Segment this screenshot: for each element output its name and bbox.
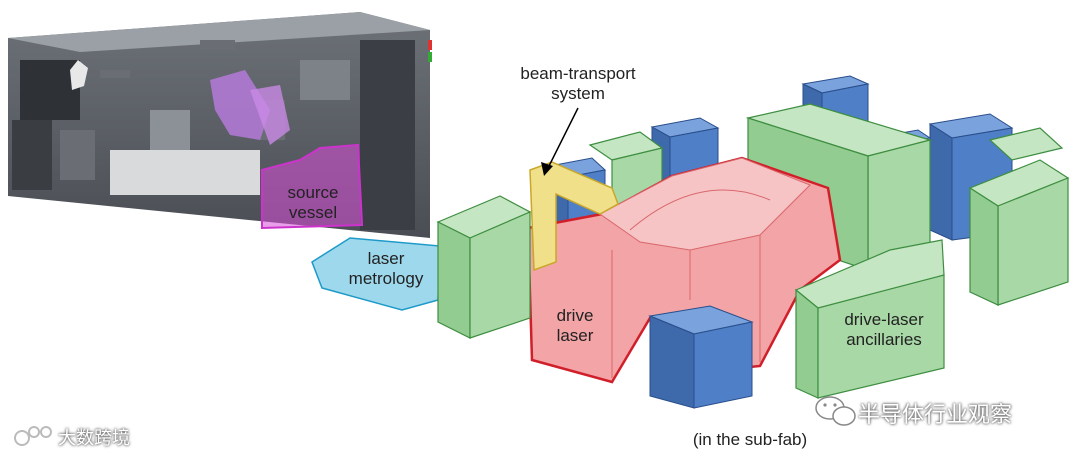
right-watermark-text: 半导体行业观察 (858, 402, 1013, 427)
drive-laser-label-line1: drive (556, 306, 594, 325)
scanner-machine-illustration (8, 12, 432, 238)
source-vessel-region (261, 143, 364, 230)
ancillaries-label-line2: ancillaries (846, 330, 922, 349)
source-vessel-label-line1: source (287, 183, 339, 202)
laser-metrology-label-line1: laser (367, 249, 405, 268)
left-watermark-text: 大数跨境 (58, 428, 130, 448)
beam-transport-arrowhead (541, 162, 553, 176)
ancillaries-label-line1: drive-laser (844, 310, 924, 329)
drive-laser-ancillaries-label: drive-laser ancillaries (826, 310, 942, 350)
sub-fab-caption: (in the sub-fab) (692, 430, 808, 449)
wechat-icon (815, 396, 856, 426)
laser-metrology-label-line2: metrology (348, 269, 424, 288)
drive-laser-label-line2: laser (556, 326, 594, 345)
cabinet-green-far-right (968, 127, 1070, 306)
beam-transport-system (529, 161, 619, 272)
source-vessel-label-line2: vessel (288, 203, 338, 222)
source-vessel-label: source vessel (268, 183, 358, 223)
drive-laser-label: drive laser (540, 306, 610, 346)
cabinet-blue-front (648, 305, 754, 409)
beam-transport-label: beam-transport system (498, 64, 658, 104)
beam-transport-leader-line (547, 107, 579, 169)
beam-transport-label-line1: beam-transport (520, 64, 636, 83)
beam-transport-label-line2: system (551, 84, 605, 103)
cabinet-green-left (436, 195, 532, 339)
left-watermark-logo-icon (14, 426, 52, 446)
cabinet-green-ancillaries (794, 239, 945, 399)
drive-laser-block (526, 156, 842, 384)
laser-metrology-label: laser metrology (336, 249, 436, 289)
